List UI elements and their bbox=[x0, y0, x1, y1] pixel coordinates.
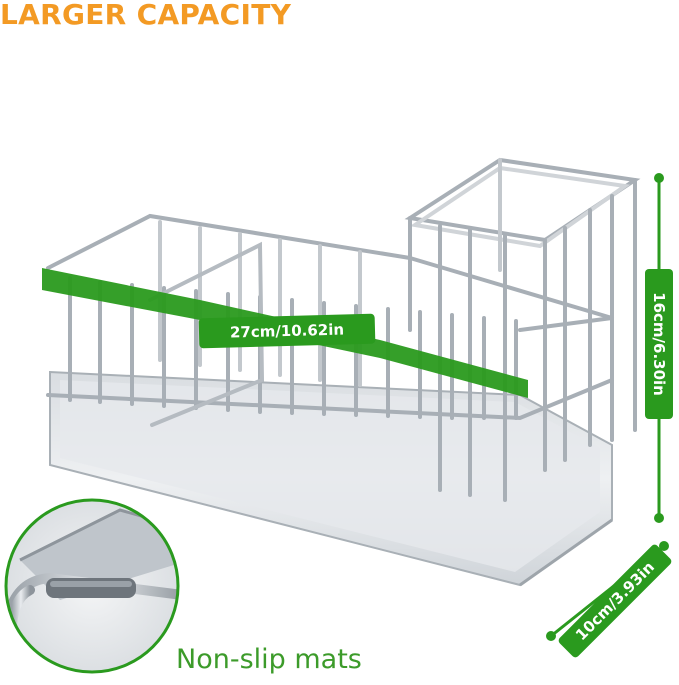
height-dimension-text: 16cm/6.30in bbox=[650, 292, 669, 396]
non-slip-mats-caption: Non-slip mats bbox=[176, 644, 362, 675]
width-dimension-text: 27cm/10.62in bbox=[229, 320, 345, 341]
utensil-holder bbox=[404, 157, 641, 502]
height-dimension-label: 16cm/6.30in bbox=[645, 269, 673, 419]
width-dimension-label: 27cm/10.62in bbox=[198, 313, 376, 349]
headline: LARGER CAPACITY bbox=[0, 0, 292, 31]
non-slip-mat-detail bbox=[4, 498, 180, 674]
